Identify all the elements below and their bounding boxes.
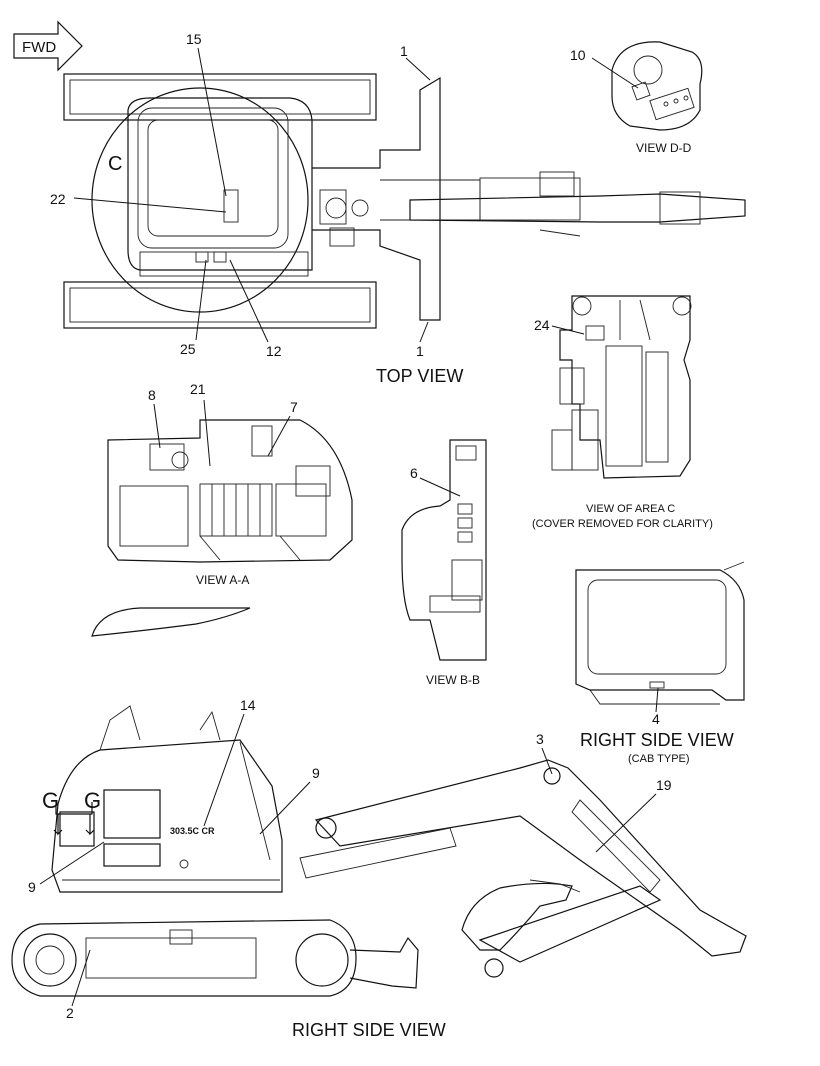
view-dd-drawing xyxy=(611,41,703,131)
callout-22: 22 xyxy=(50,191,66,207)
area-c-title: VIEW OF AREA C xyxy=(586,503,675,515)
callout-25: 25 xyxy=(180,341,196,357)
area-c-note: (COVER REMOVED FOR CLARITY) xyxy=(532,518,713,530)
callout-10: 10 xyxy=(570,47,586,63)
callout-8: 8 xyxy=(148,387,156,403)
view-dd-title: VIEW D-D xyxy=(636,141,692,155)
callout-6: 6 xyxy=(410,465,418,481)
callout-14: 14 xyxy=(240,697,256,713)
callout-4: 4 xyxy=(652,711,660,727)
letter-g-2: G xyxy=(84,788,101,813)
callout-2: 2 xyxy=(66,1005,74,1021)
cab-side-note: (CAB TYPE) xyxy=(628,753,690,765)
callout-9-right: 9 xyxy=(312,765,320,781)
machine-side-drawing: 303.5C CR xyxy=(11,705,747,997)
fwd-label: FWD xyxy=(22,39,56,56)
view-aa-title: VIEW A-A xyxy=(196,573,249,587)
callout-1-bottom: 1 xyxy=(416,343,424,359)
callout-12: 12 xyxy=(266,343,282,359)
callout-7: 7 xyxy=(290,399,298,415)
cab-side-drawing xyxy=(575,561,745,705)
decal-panel-upper xyxy=(103,789,161,839)
callout-19: 19 xyxy=(656,777,672,793)
top-view-title: TOP VIEW xyxy=(376,366,463,386)
fwd-arrow-icon: FWD xyxy=(13,20,83,72)
callout-21: 21 xyxy=(190,381,206,397)
cab-side-title: RIGHT SIDE VIEW xyxy=(580,730,734,750)
section-marker-g xyxy=(55,802,93,815)
top-view-drawing xyxy=(63,73,746,329)
callout-15: 15 xyxy=(186,31,202,47)
decal-panel-lower xyxy=(103,843,161,867)
callout-3: 3 xyxy=(536,731,544,747)
letter-g-1: G xyxy=(42,788,59,813)
machine-side-title: RIGHT SIDE VIEW xyxy=(292,1020,446,1040)
letter-c-top: C xyxy=(108,153,122,175)
callout-24: 24 xyxy=(534,317,550,333)
callout-9-left: 9 xyxy=(28,879,36,895)
trim-strip-part xyxy=(91,607,251,637)
model-badge: 303.5C CR xyxy=(170,826,215,836)
view-bb-drawing xyxy=(401,439,487,661)
area-c-drawing xyxy=(551,295,692,479)
view-aa-drawing xyxy=(107,419,353,563)
callout-1-top: 1 xyxy=(400,43,408,59)
view-bb-title: VIEW B-B xyxy=(426,673,480,687)
